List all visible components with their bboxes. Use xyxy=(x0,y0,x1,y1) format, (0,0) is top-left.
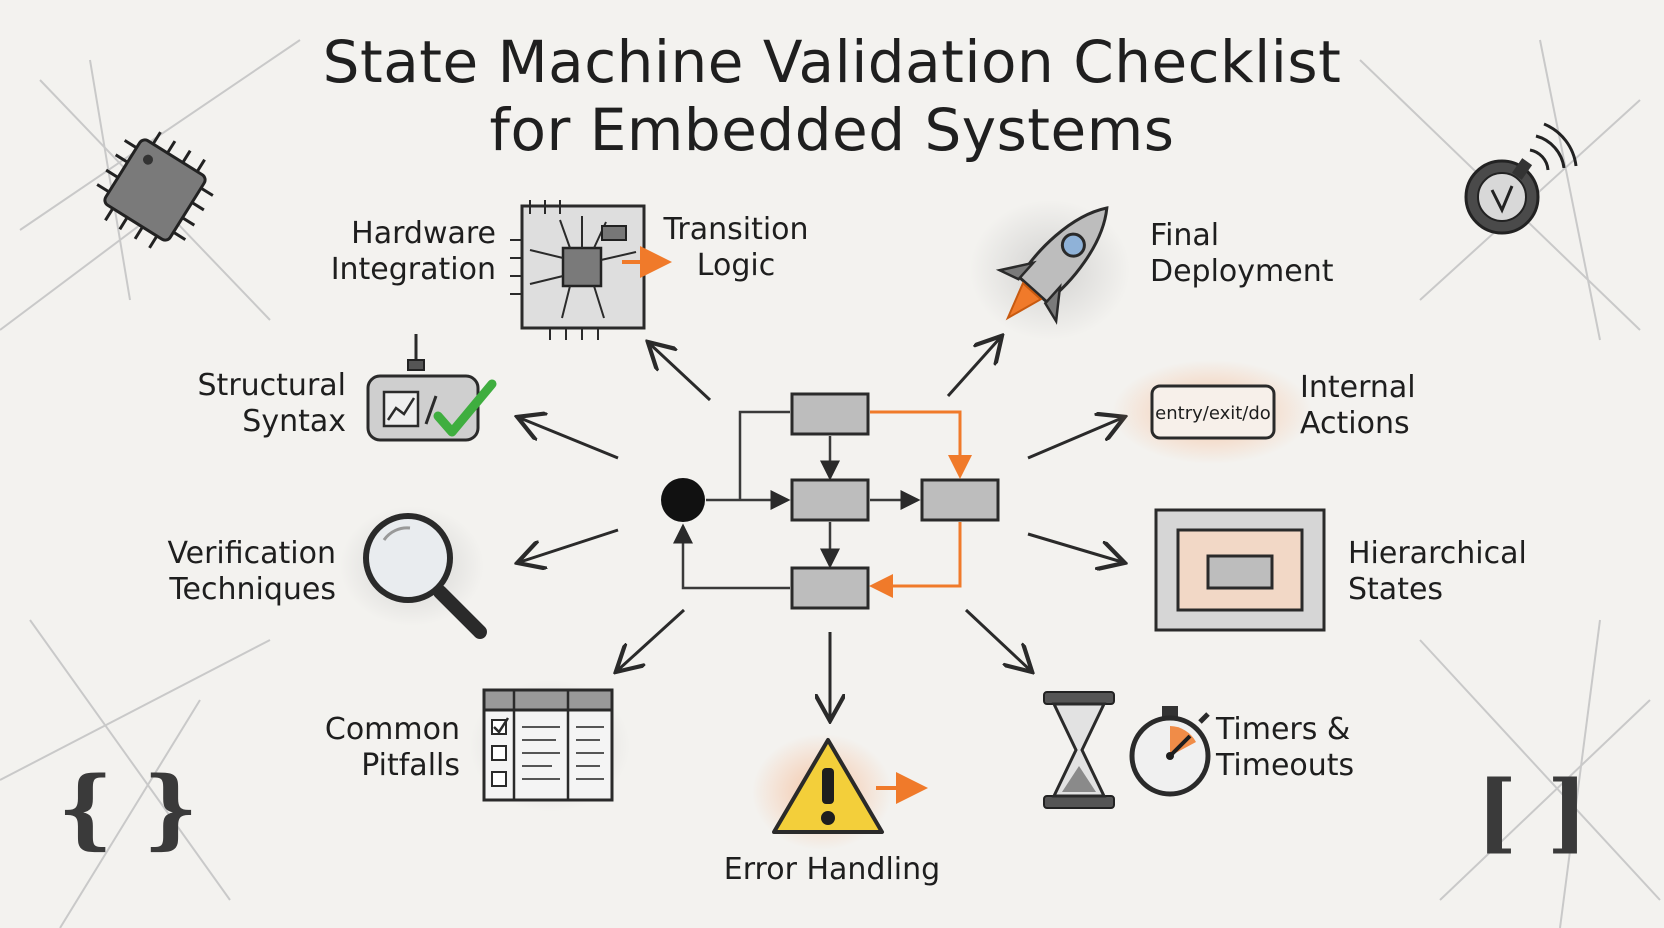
microchip-icon xyxy=(96,131,214,249)
central-state-machine xyxy=(661,392,1000,610)
internal-actions-box: entry/exit/do xyxy=(1112,360,1312,464)
state-box-top xyxy=(790,392,870,436)
brackets-symbol: [ ] xyxy=(1476,762,1587,863)
syntax-check-icon xyxy=(366,334,497,442)
wireless-sensor-icon xyxy=(1464,122,1578,235)
label-final-deployment: Final Deployment xyxy=(1150,218,1334,289)
initial-state-dot xyxy=(661,478,705,522)
magnifying-glass-icon xyxy=(340,506,487,639)
radiating-arrows xyxy=(520,338,1122,718)
internal-actions-box-text: entry/exit/do xyxy=(1155,403,1271,424)
nested-states-icon xyxy=(1154,508,1326,632)
state-box-bottom xyxy=(790,566,870,610)
label-error-handling: Error Handling xyxy=(723,852,941,887)
warning-sign-icon xyxy=(752,734,928,850)
braces-symbol: { } xyxy=(58,758,199,859)
page-title: State Machine Validation Checklist for E… xyxy=(232,28,1432,164)
label-verification-techniques: Verification Techniques xyxy=(167,536,336,607)
title-line-1: State Machine Validation Checklist xyxy=(322,28,1342,96)
label-hierarchical-states: Hierarchical States xyxy=(1348,536,1527,607)
stopwatch-icon xyxy=(1129,706,1211,797)
state-box-right xyxy=(920,478,1000,522)
label-common-pitfalls: Common Pitfalls xyxy=(324,712,460,783)
label-transition-logic: Transition Logic xyxy=(663,212,809,283)
checklist-table-icon xyxy=(470,680,630,812)
label-structural-syntax: Structural Syntax xyxy=(197,368,346,439)
title-line-2: for Embedded Systems xyxy=(489,96,1175,164)
hourglass-icon xyxy=(1043,691,1115,809)
label-hardware-integration: Hardware Integration xyxy=(330,216,496,287)
circuit-board-icon xyxy=(510,200,672,340)
label-timers-timeouts: Timers & Timeouts xyxy=(1216,712,1355,783)
state-box-middle xyxy=(790,478,870,522)
label-internal-actions: Internal Actions xyxy=(1300,370,1416,441)
rocket-icon xyxy=(970,200,1130,340)
